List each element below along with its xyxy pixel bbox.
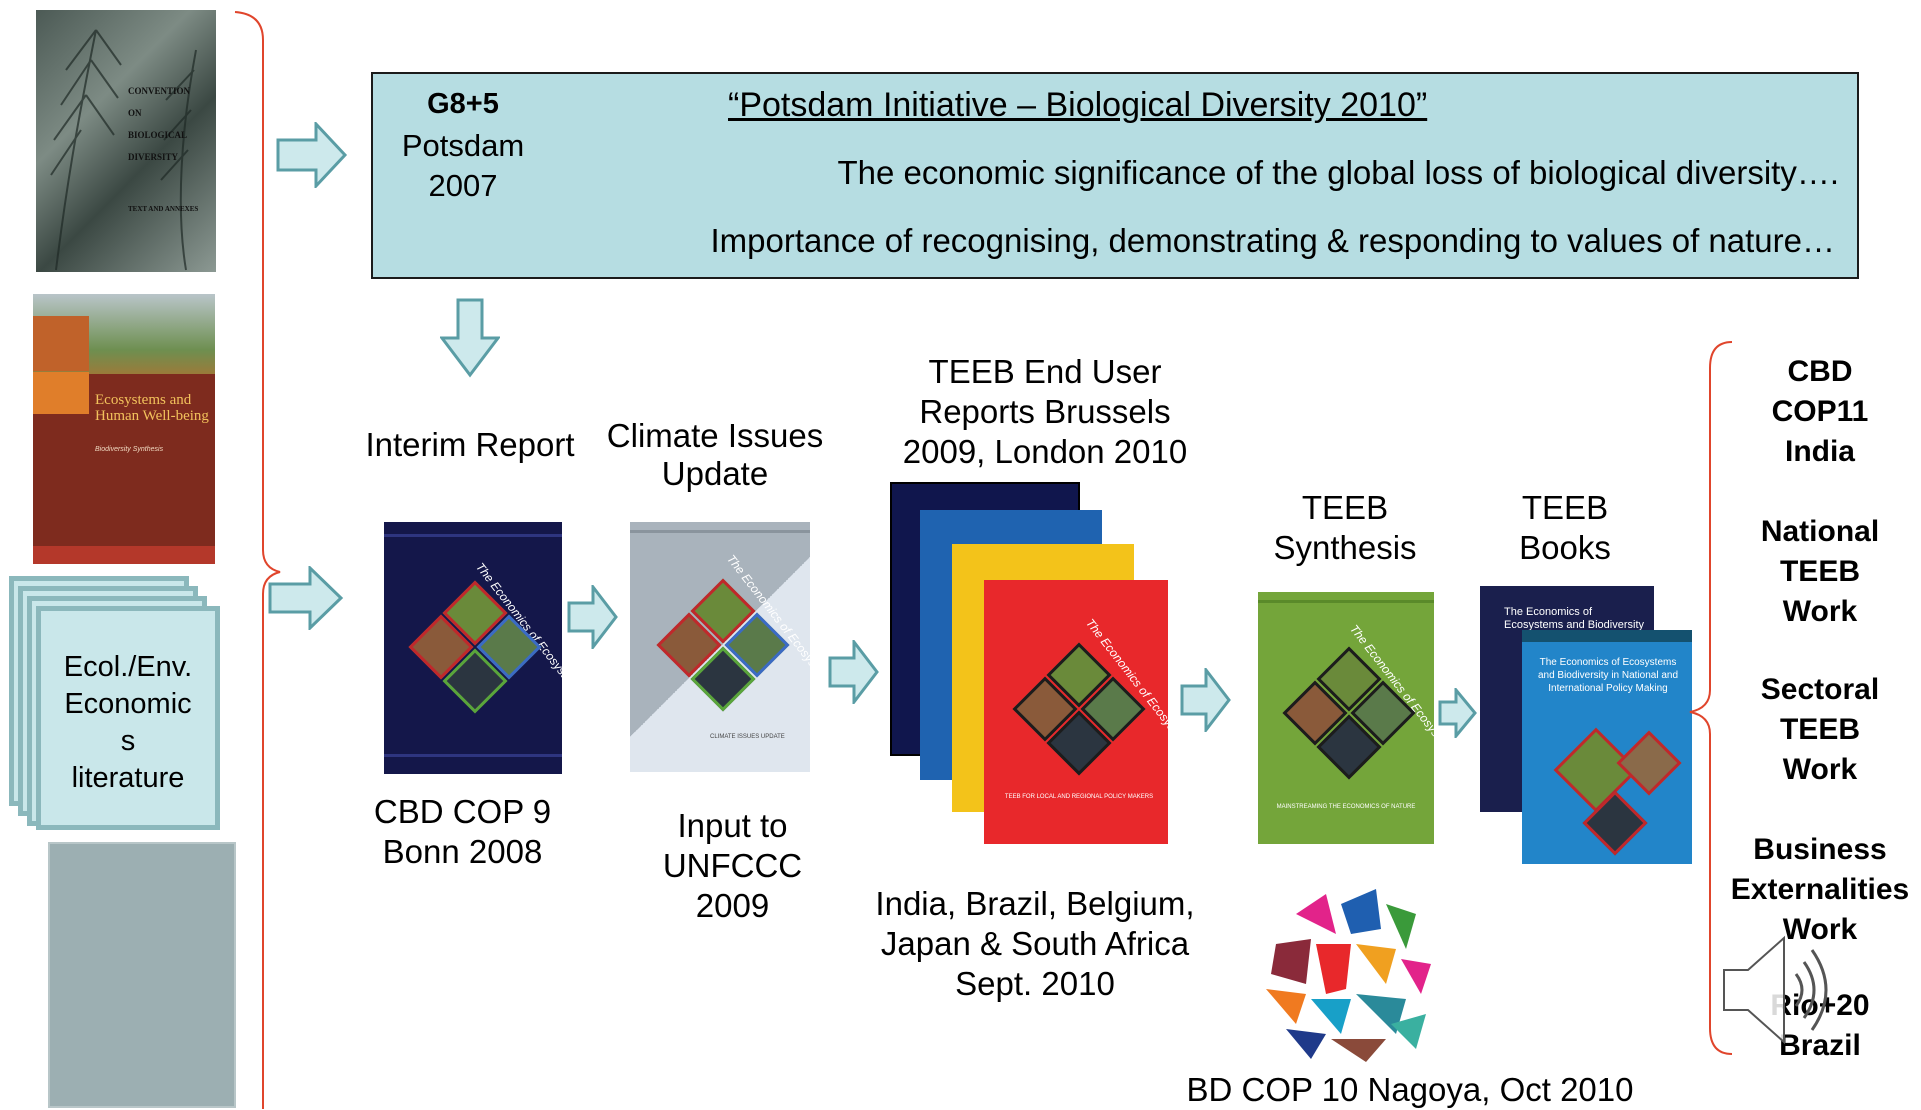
interim-report-label: Interim Report [365,426,575,463]
right-item-line: Brazil [1779,1029,1861,1062]
right-item-line: COP11 [1771,395,1869,428]
right-item-line: Work [1782,753,1858,786]
update-label: Update [661,455,769,492]
bonn-label: Bonn 2008 [382,833,543,870]
nagoya-label: BD COP 10 Nagoya, Oct 2010 [1186,1071,1634,1108]
right-item-line: Work [1782,595,1858,628]
book1-line: BIOLOGICAL [128,130,188,140]
cop10-origami-logo [1266,889,1431,1062]
japan-sa-label: Japan & South Africa [880,925,1190,962]
books-label: Books [1519,529,1611,566]
lit-card-front: Ecol./Env. Economic s literature [36,606,220,830]
arrow-right-icon [828,640,879,704]
right-item-line: Work [1782,913,1858,946]
countries-label: India, Brazil, Belgium, [875,885,1195,922]
arrow-right-icon [268,566,344,630]
synthesis-label: Synthesis [1273,529,1417,566]
arrow-right-icon [567,585,618,649]
right-bracket [1689,341,1733,1055]
book1-line: CONVENTION [128,86,191,96]
arrow-right-icon [1180,668,1231,732]
right-item-line: Sectoral [1760,673,1880,706]
significance-line: The economic significance of the global … [837,154,1839,191]
potsdam-title: “Potsdam Initiative – Biological Diversi… [728,86,1428,124]
lit-line: literature [71,762,185,794]
fern-illustration [50,29,197,271]
right-item-line: Externalities [1730,873,1910,906]
grey-placeholder-box [48,842,236,1108]
arrow-down-icon [440,298,500,378]
potsdam-initiative-box: G8+5 Potsdam 2007 “Potsdam Initiative – … [371,72,1859,279]
book1-line: ON [128,108,142,118]
arrow-right-icon [276,122,348,188]
cbd-convention-book: CONVENTION ON BIOLOGICAL DIVERSITY TEXT … [36,10,216,272]
book2-title: Ecosystems and Human Well-being [95,392,209,424]
cbd-cop9-label: CBD COP 9 [373,793,552,830]
input-to-label: Input to [677,807,788,844]
reports-brussels-label: Reports Brussels [919,393,1171,430]
end-user-label: TEEB End User [928,353,1162,390]
right-item-line: TEEB [1779,555,1860,588]
book-front-title: The Economics of Ecosystems and Biodiver… [1537,657,1679,694]
synthesis-cover-text: MAINSTREAMING THE ECONOMICS OF NATURE [1276,804,1416,810]
book1-line: TEXT AND ANNEXES [128,205,199,213]
potsdam-label: Potsdam [401,128,525,163]
teeb-book-front: The Economics of Ecosystems and Biodiver… [1522,630,1692,864]
end-user-cover-red: The Economics of Ecosystems & Biodiversi… [984,580,1168,844]
teeb-books-label: TEEB [1521,489,1609,526]
importance-line: Importance of recognising, demonstrating… [710,222,1835,259]
enduser-cover-text: TEEB FOR LOCAL AND REGIONAL POLICY MAKER… [1004,794,1154,800]
g8-label: G8+5 [427,88,499,120]
book2-subtitle: Biodiversity Synthesis [95,446,164,453]
year-2009-label: 2009 [695,887,770,924]
speaker-icon[interactable] [1718,930,1838,1050]
right-item-line: India [1784,435,1855,468]
lit-line: Economic [64,688,192,720]
left-bracket [234,11,281,1109]
right-item-line: Business [1753,833,1887,866]
synthesis-cover: The Economics of Ecosystems & Biodiversi… [1258,592,1434,844]
lit-line: Ecol./Env. [63,651,193,683]
year-label: 2007 [428,168,498,203]
right-item-line: CBD [1787,355,1853,388]
london-label: 2009, London 2010 [902,433,1188,470]
book-back-title: The Economics of Ecosystems and Biodiver… [1504,606,1644,631]
interim-report-cover: The Economics of Ecosystems & Biodiversi… [384,522,562,774]
lit-line: s [120,725,136,757]
climate-update-cover: The Economics of Ecosystems & Biodiversi… [630,522,810,772]
sept-label: Sept. 2010 [955,965,1115,1002]
right-item-line: TEEB [1779,713,1860,746]
climate-issues-label: Climate Issues [606,417,824,454]
unfccc-label: UNFCCC [662,847,803,884]
arrow-right-icon [1438,688,1477,738]
right-item-line: National [1760,515,1880,548]
book1-line: DIVERSITY [128,152,179,162]
teeb-synth-label: TEEB [1301,489,1389,526]
ecosystems-well-being-book: Ecosystems and Human Well-being Biodiver… [33,294,215,564]
climate-cover-text: CLIMATE ISSUES UPDATE [710,734,785,740]
